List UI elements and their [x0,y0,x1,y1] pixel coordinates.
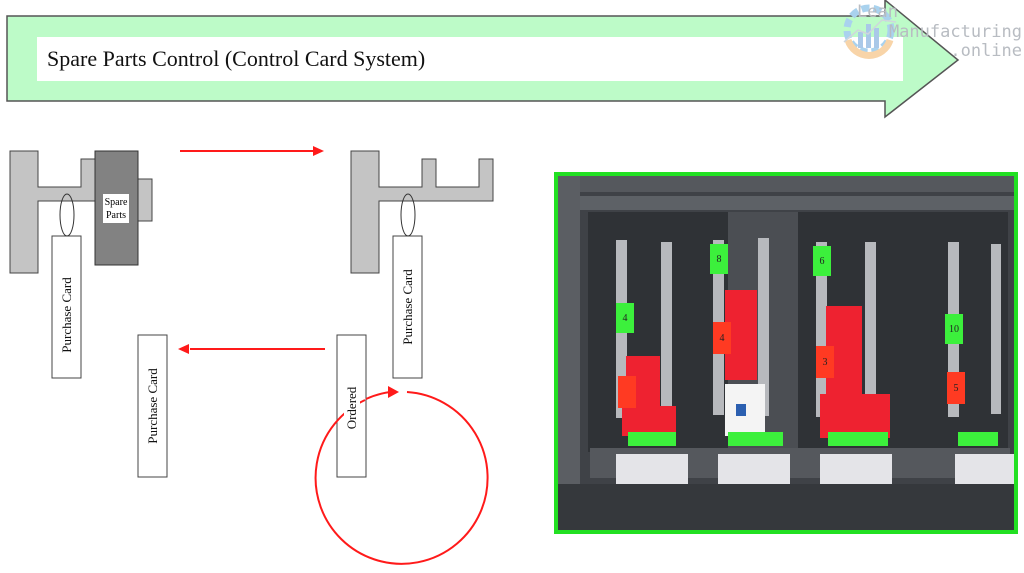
spare-parts-label-line2: Parts [106,210,126,221]
green-tag-4: 10 [945,314,963,344]
purchase-card-3-label: Purchase Card [145,368,160,444]
red-tag-3: 5 [947,372,965,404]
watermark-line3: .online [950,41,1022,61]
ordered-card-label: Ordered [344,378,360,438]
stage1-rack: Spare Parts [9,150,153,379]
purchase-card-3 [137,334,168,478]
shelf-photo-drawing [558,176,1014,530]
green-tag-3: 6 [813,246,831,276]
green-tag-1: 4 [616,303,634,333]
stage2-rack [350,150,494,379]
card-ring-1 [59,193,75,237]
watermark-line1: Lean [857,2,898,22]
red-tag-1: 4 [713,322,731,354]
loop-arrow [314,391,489,565]
control-card-diagram: Spare Parts [9,146,494,565]
card-ring-2 [400,193,416,237]
red-tag-2: 3 [816,346,834,378]
arrow-right-head [313,146,324,156]
loop-arrow-head [388,386,399,398]
purchase-card-2-label: Purchase Card [400,269,415,345]
purchase-card-1-label: Purchase Card [59,277,74,353]
gear-chart-logo-icon [843,4,897,59]
shelf-photo: 4 8 6 10 4 3 5 [554,172,1018,534]
banner-title: Spare Parts Control (Control Card System… [37,37,903,81]
spare-parts-label-line1: Spare [105,197,128,208]
green-tag-2: 8 [710,244,728,274]
watermark: Lean Manufacturing .online [828,0,1024,66]
watermark-line2: Manufacturing [888,22,1022,42]
purchase-card-2 [392,235,423,379]
red-tag-plain [618,376,636,408]
arrow-left-head [178,344,189,354]
purchase-card-1 [51,235,82,379]
